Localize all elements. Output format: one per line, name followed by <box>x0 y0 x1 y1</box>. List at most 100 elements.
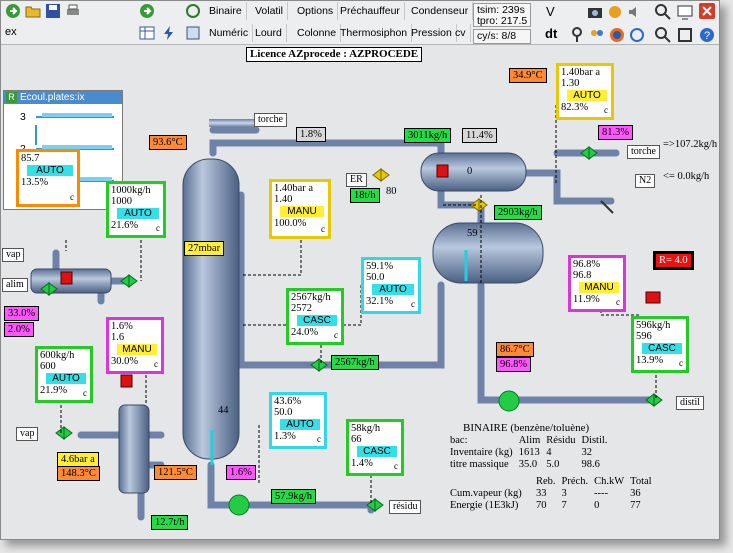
tab-pression[interactable]: Pression <box>407 24 457 42</box>
cell: 7 <box>561 500 567 511</box>
mode-button[interactable]: AUTO <box>567 90 607 101</box>
tag-temp-148: 148.3°C <box>57 466 100 481</box>
controller-level-drum[interactable]: 59.1% 50.0 AUTO 32.1% c <box>361 257 421 314</box>
cell: 77 <box>630 500 641 511</box>
c-flag: c <box>334 330 338 340</box>
tab-binaire[interactable]: Binaire <box>205 2 247 20</box>
zoom-out-icon[interactable] <box>655 27 671 43</box>
tag-torch-top[interactable]: torche <box>254 113 287 127</box>
tab-condenseur[interactable]: Condenseur <box>407 2 474 20</box>
mode-button[interactable]: AUTO <box>280 419 320 430</box>
output: 21.9% <box>40 385 68 396</box>
sp: 66 <box>351 434 362 445</box>
mode-button[interactable]: AUTO <box>117 208 159 219</box>
lightning-icon[interactable] <box>161 25 177 41</box>
plate-flow-title[interactable]: R Ecoul.plates:ix <box>4 91 122 104</box>
tpro-value: tpro: 217.5 <box>477 15 528 27</box>
open-folder-icon[interactable] <box>25 3 41 19</box>
mode-button[interactable]: CASC <box>357 446 397 457</box>
controller-condenser-left[interactable]: 85.7 AUTO 13.5% c <box>16 149 80 207</box>
dt-label[interactable]: dt <box>545 26 558 41</box>
controller-steam-flow[interactable]: 600kg/h 600 AUTO 21.9% c <box>35 346 93 403</box>
output: 82.3% <box>561 102 589 113</box>
tag-alim[interactable]: alim <box>2 278 28 292</box>
save-icon[interactable] <box>45 3 61 19</box>
mode-button[interactable]: CASC <box>642 343 682 354</box>
c-flag: c <box>317 434 321 444</box>
tag-reflux-59: 59 <box>467 228 478 239</box>
tab-numeric[interactable]: Numéric <box>205 24 254 42</box>
run-icon[interactable] <box>5 3 21 19</box>
pv: 59.1% <box>366 261 394 272</box>
camera-icon[interactable] <box>587 4 603 20</box>
cell: 0 <box>594 500 600 511</box>
controller-distil-flow[interactable]: 596kg/h 596 CASC 13.9% c <box>631 316 689 373</box>
settings-icon[interactable] <box>607 4 623 20</box>
refresh-icon[interactable] <box>185 3 201 19</box>
sp: 50.0 <box>366 272 385 283</box>
monitor-icon[interactable] <box>677 4 693 20</box>
close-icon[interactable] <box>699 3 715 19</box>
tag-vap-1[interactable]: vap <box>2 248 25 262</box>
tab-options[interactable]: Options <box>293 2 339 20</box>
pv: 1.40bar a <box>561 67 601 78</box>
mode-button[interactable]: MANU <box>280 206 324 217</box>
tag-pct-33: 33.0% <box>4 306 40 321</box>
forward-icon[interactable] <box>139 3 155 19</box>
tag-r-value: R= 4.0 <box>653 251 694 270</box>
controller-feed-flow[interactable]: 1000kg/h 1000 AUTO 21.6% c <box>106 181 166 238</box>
sync-icon[interactable] <box>629 27 645 43</box>
controller-pressure-top[interactable]: 1.40bar a 1.30 AUTO 82.3% c <box>556 63 614 120</box>
tab-volatil[interactable]: Volatil <box>251 2 289 20</box>
mode-button[interactable]: AUTO <box>46 373 86 384</box>
mode-button[interactable]: AUTO <box>372 284 414 295</box>
v-label[interactable]: V <box>546 4 555 19</box>
output: 11.9% <box>573 294 600 305</box>
tab-colonne[interactable]: Colonne <box>293 24 342 42</box>
head-cell: Préch. <box>561 476 589 487</box>
zoom-in-icon[interactable] <box>655 4 671 20</box>
tag-mbar: 27mbar <box>184 241 225 256</box>
mode-button[interactable]: MANU <box>117 344 157 355</box>
tsim-value: tsim: 239s <box>477 4 525 16</box>
table-row: Inventaire (kg) 1613 4 32 <box>447 447 610 459</box>
mode-button[interactable]: AUTO <box>27 165 73 176</box>
firefox-icon[interactable] <box>609 27 625 43</box>
help-icon[interactable]: ? <box>699 27 715 43</box>
sp: 1.30 <box>561 78 580 89</box>
cell: 33 <box>536 488 547 499</box>
probe-icon[interactable] <box>569 27 585 43</box>
sp: 96.8 <box>573 270 592 281</box>
ex-label: ex <box>5 26 17 38</box>
r-badge: R <box>6 92 17 103</box>
speaker-icon[interactable] <box>627 4 643 20</box>
tab-cv[interactable]: cv <box>451 24 471 42</box>
fit-window-icon[interactable] <box>677 27 693 43</box>
controller-composition[interactable]: 96.8% 96.8 MANU 11.9% c <box>568 255 626 312</box>
mode-button[interactable]: MANU <box>579 282 619 293</box>
tab-lourd[interactable]: Lourd <box>251 24 287 42</box>
print-icon[interactable] <box>65 3 81 19</box>
cell: ---- <box>594 488 609 499</box>
tag-residu[interactable]: résidu <box>389 500 422 514</box>
controller-residue-flow[interactable]: 58kg/h 66 CASC 1.4% c <box>346 419 404 476</box>
controller-heavy[interactable]: 1.6% 1.6 MANU 30.0% c <box>106 317 164 374</box>
tag-torch-right[interactable]: torche <box>627 145 660 159</box>
grid-icon[interactable] <box>185 25 201 41</box>
controller-pressure-col[interactable]: 1.40bar a 1.40 MANU 100.0% c <box>269 179 331 239</box>
mode-button[interactable]: CASC <box>297 315 337 326</box>
controller-bottom-level[interactable]: 43.6% 50.0 AUTO 1.3% c <box>269 392 327 449</box>
users-icon[interactable] <box>589 27 605 43</box>
head-cell: Total <box>630 476 652 487</box>
tab-prechauffeur[interactable]: Préchauffeur <box>336 2 405 20</box>
tag-distil[interactable]: distil <box>676 396 705 410</box>
pv: 43.6% <box>274 396 302 407</box>
tag-vap-2[interactable]: vap <box>16 427 39 441</box>
head-cell: Résidu <box>546 435 576 446</box>
table-icon[interactable] <box>139 25 155 41</box>
process-canvas: Licence AZprocede : AZPROCEDE R Ecoul.pl… <box>1 45 719 539</box>
controller-reflux-flow[interactable]: 2567kg/h 2572 CASC 24.0% c <box>286 288 344 345</box>
tag-pct-96-8: 96.8% <box>496 357 532 372</box>
tab-thermosiphon[interactable]: Thermosiphon <box>336 24 413 42</box>
tag-n2[interactable]: N2 <box>635 174 656 188</box>
